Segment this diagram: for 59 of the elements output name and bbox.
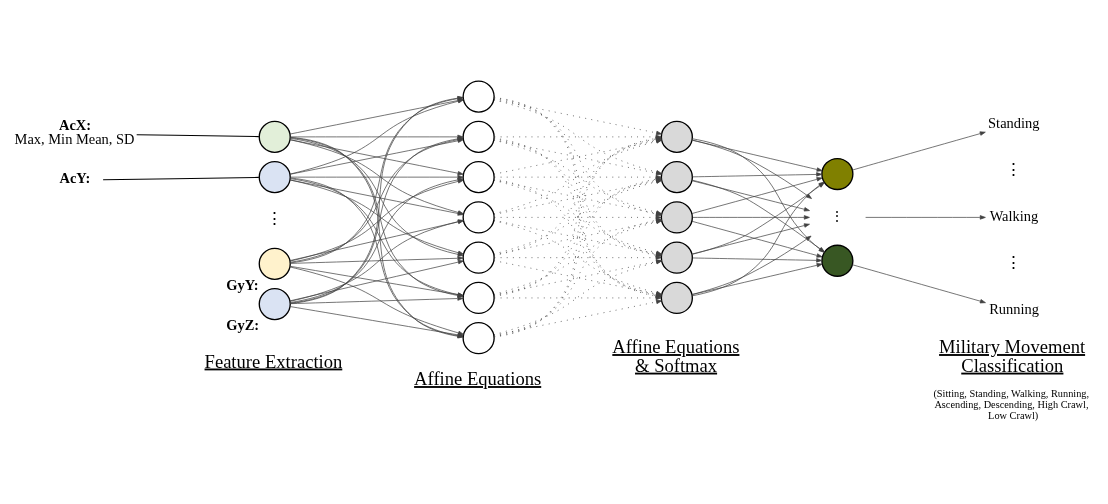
- node-circle: [462, 281, 495, 314]
- arrow: [691, 220, 823, 258]
- label: ⋮: [266, 208, 284, 228]
- connector: [102, 176, 260, 180]
- node-circle: [821, 157, 854, 190]
- arrow: [494, 214, 662, 220]
- arrow: [289, 259, 464, 301]
- arrow: [852, 130, 986, 170]
- node-circle: [660, 120, 693, 153]
- label: Affine Equations: [414, 367, 542, 389]
- arrow: [692, 214, 810, 220]
- arrow: [289, 295, 464, 304]
- arrow: [289, 265, 464, 297]
- arrow: [493, 299, 662, 336]
- node-circle: [462, 160, 495, 193]
- arrow: [493, 98, 662, 135]
- arrow: [289, 174, 464, 179]
- arrow: [691, 137, 825, 253]
- node-text: Walking: [989, 207, 1039, 224]
- arrow: [691, 176, 823, 214]
- node-text: ⋮: [830, 207, 845, 224]
- node-circle: [462, 79, 495, 113]
- node-circle: [462, 321, 495, 354]
- node-label: GyZ:: [226, 316, 260, 333]
- node-circle: [462, 200, 495, 234]
- arrow: [691, 262, 823, 295]
- arrow: [852, 263, 986, 303]
- node-text: Standing: [988, 114, 1040, 131]
- node-text: AcX: Max, Min Mean, SD: [14, 116, 135, 147]
- arrow: [494, 255, 662, 260]
- node-circle: [258, 287, 291, 320]
- node-circle: [258, 120, 291, 153]
- label: (Sitting, Standing, Walking, Running, Ascending, Descending, High Crawl, Low Crawl): [933, 387, 1090, 421]
- node-label: GyY:: [226, 276, 259, 293]
- arrow: [691, 181, 825, 296]
- connector: [136, 133, 260, 137]
- node-circle: [258, 160, 291, 193]
- node-circle: [660, 241, 693, 274]
- arrow: [692, 257, 823, 263]
- arrow: [865, 214, 986, 220]
- node-circle: [660, 160, 693, 193]
- node-text: Running: [989, 300, 1039, 317]
- node-circle: [821, 244, 854, 277]
- node-circle: [660, 200, 693, 234]
- node-circle: [258, 247, 291, 280]
- arrow: [289, 97, 464, 134]
- arrow: [691, 222, 810, 254]
- arrow: [289, 255, 464, 264]
- node-circle: [462, 241, 495, 274]
- label: ⋮: [1005, 252, 1023, 272]
- label: ⋮: [1005, 159, 1023, 179]
- node-text: AcY:: [59, 169, 91, 186]
- label: Affine Equations & Softmax: [612, 335, 740, 376]
- arrow: [692, 171, 823, 177]
- label: Feature Extraction: [204, 350, 343, 371]
- node-circle: [660, 281, 693, 314]
- label: Military Movement Classification: [939, 335, 1086, 376]
- node-circle: [462, 120, 495, 153]
- arrow: [691, 235, 812, 295]
